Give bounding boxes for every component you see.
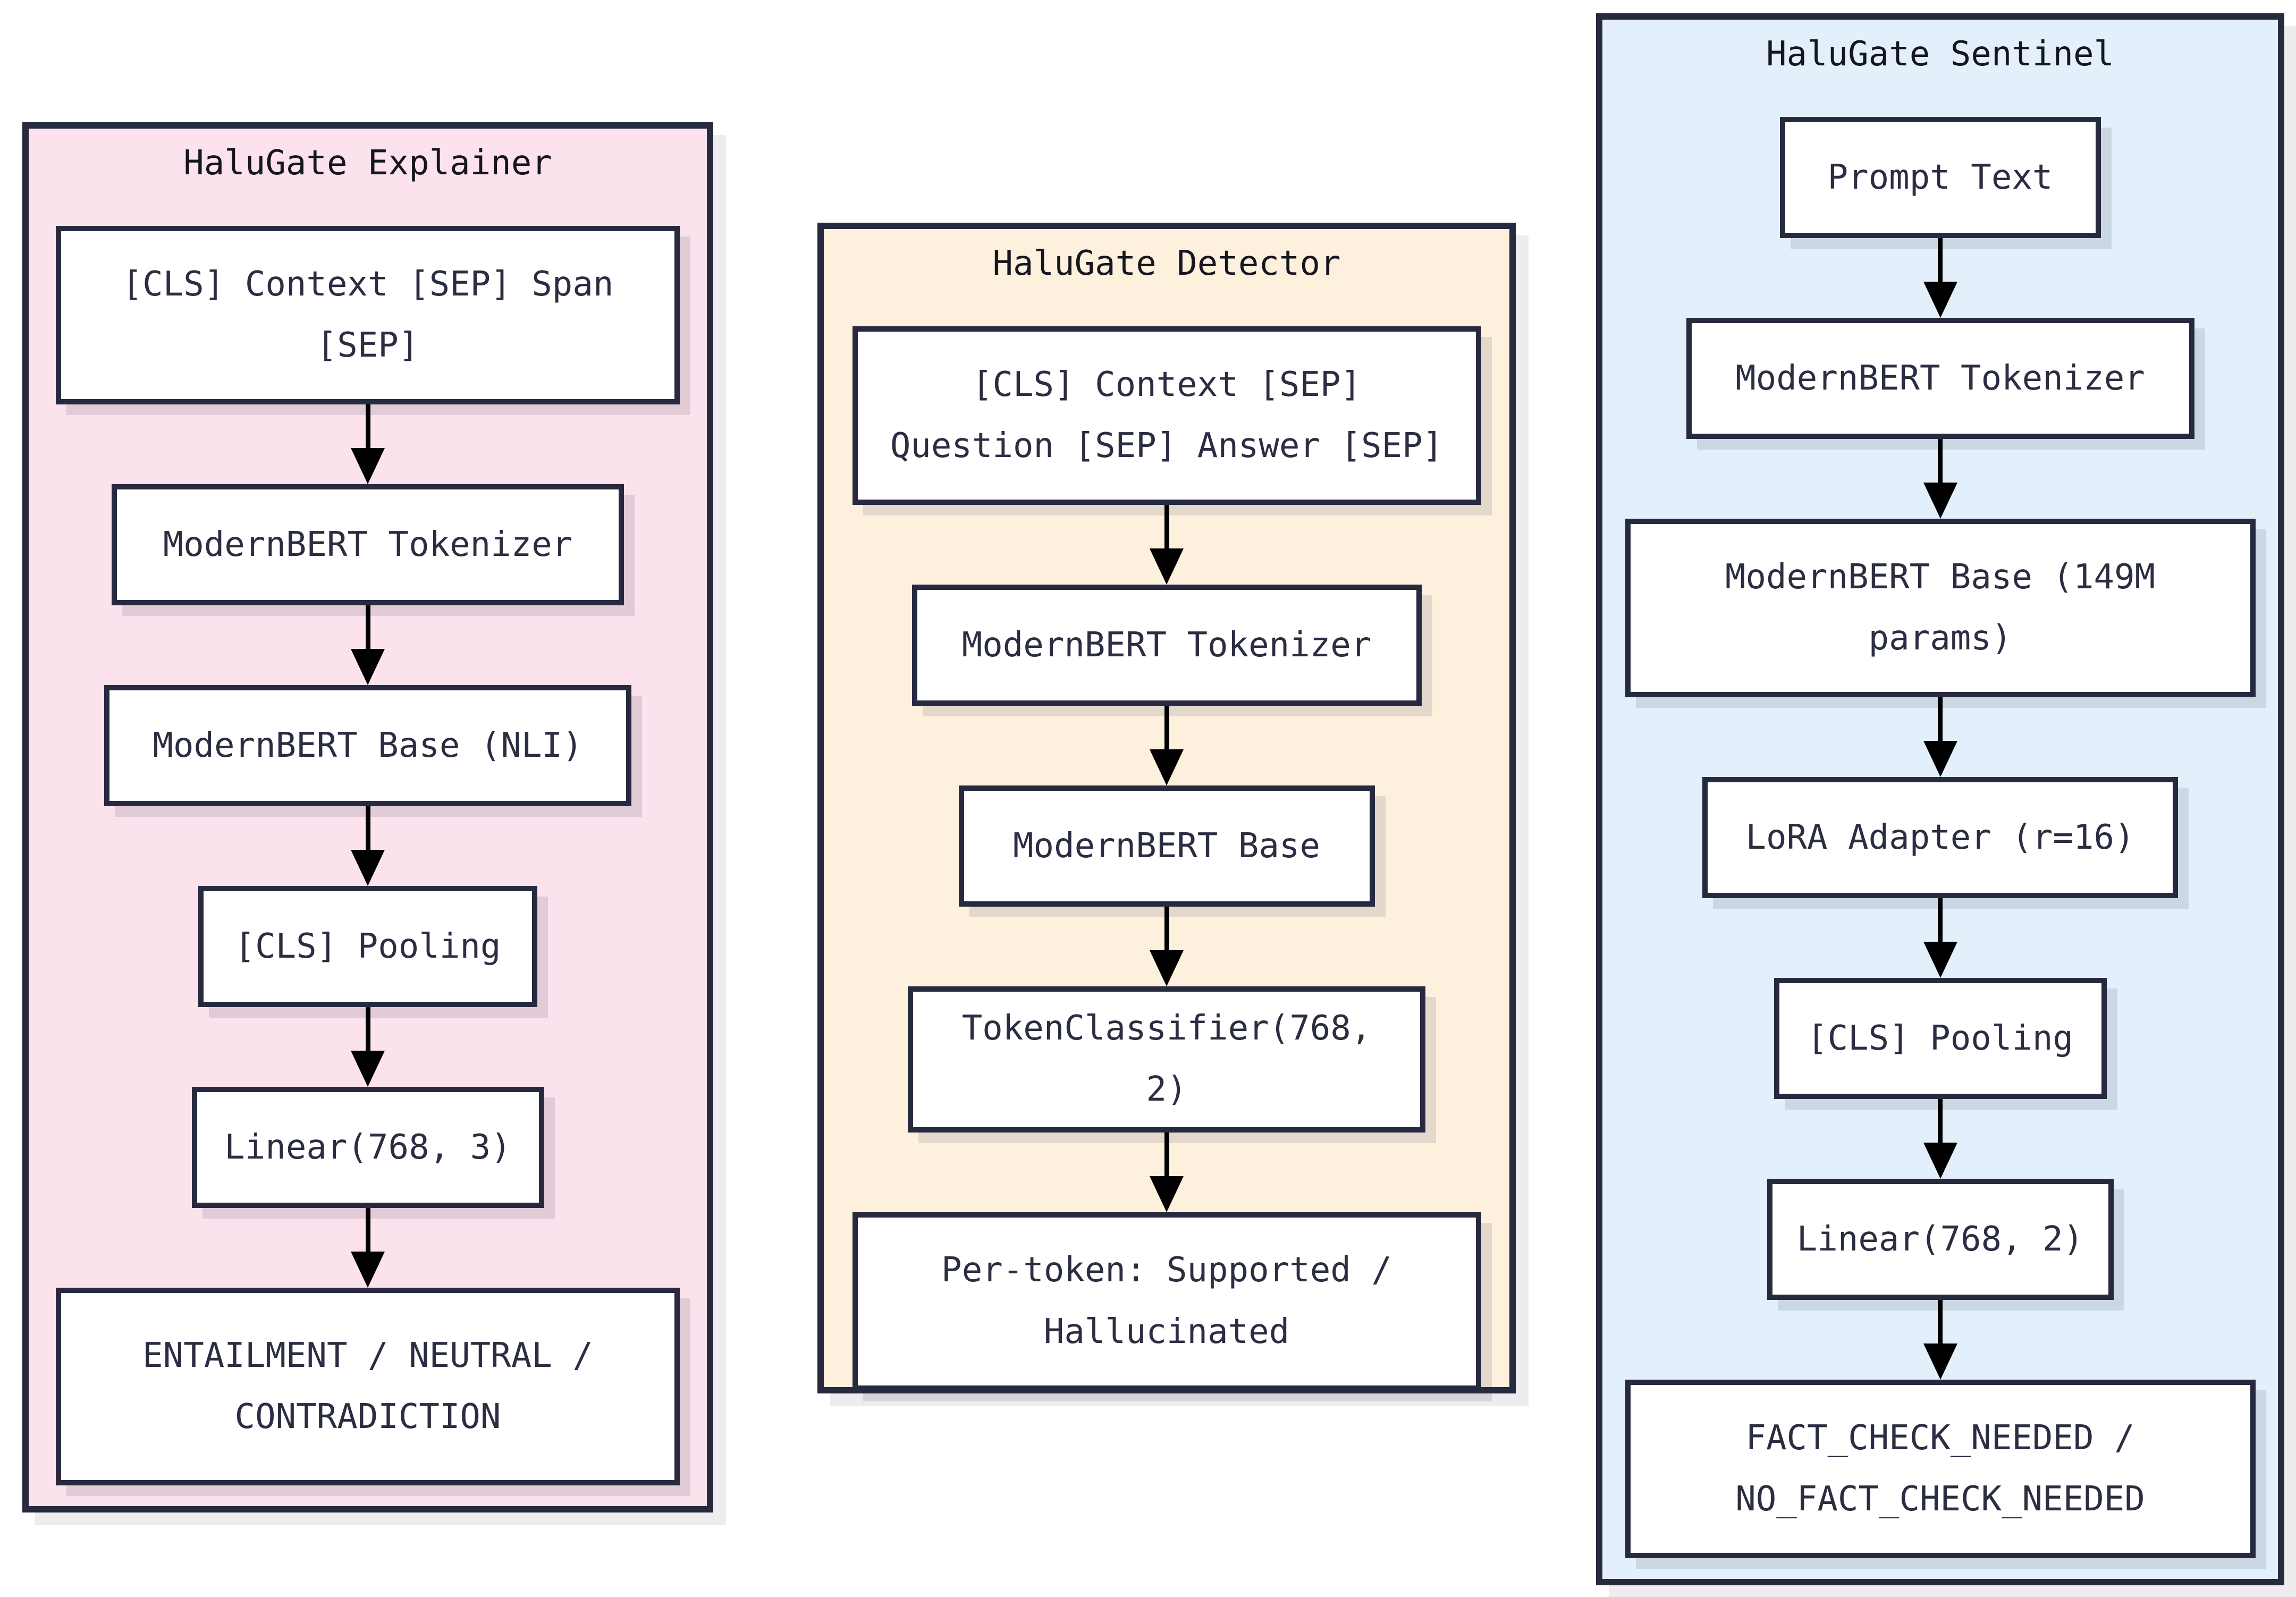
- arrow-head: [1923, 741, 1957, 778]
- arrow-down-icon: [1150, 1132, 1184, 1212]
- arrow-stem: [1164, 505, 1169, 549]
- arrow-stem: [365, 1007, 370, 1051]
- arrow-head: [1150, 1176, 1184, 1212]
- node-sentinel-linear: Linear(768, 2): [1767, 1179, 2114, 1300]
- panel-halugate-detector: HaluGate Detector [CLS] Context [SEP] Qu…: [817, 223, 1516, 1393]
- arrow-down-icon: [1923, 898, 1957, 978]
- arrow-head: [1923, 1143, 1957, 1179]
- flow-explainer: [CLS] Context [SEP] Span [SEP] ModernBER…: [29, 226, 707, 1486]
- arrow-head: [1923, 942, 1957, 978]
- arrow-stem: [365, 1208, 370, 1252]
- node-detector-base: ModernBERT Base: [958, 785, 1375, 907]
- arrow-stem: [365, 806, 370, 850]
- arrow-head: [1923, 1343, 1957, 1380]
- panel-title-sentinel: HaluGate Sentinel: [1766, 35, 2115, 74]
- arrow-stem: [1938, 439, 1943, 483]
- arrow-stem: [365, 404, 370, 449]
- arrow-down-icon: [1923, 238, 1957, 318]
- arrow-head: [351, 850, 385, 886]
- arrow-down-icon: [351, 1007, 385, 1087]
- arrow-head: [1923, 483, 1957, 519]
- arrow-head: [351, 649, 385, 686]
- node-sentinel-output: FACT_CHECK_NEEDED / NO_FACT_CHECK_NEEDED: [1625, 1380, 2256, 1559]
- arrow-stem: [1164, 907, 1169, 951]
- arrow-stem: [1164, 1132, 1169, 1176]
- flow-sentinel: Prompt Text ModernBERT Tokenizer ModernB…: [1602, 117, 2278, 1559]
- arrow-down-icon: [1923, 439, 1957, 519]
- arrow-down-icon: [1923, 1300, 1957, 1380]
- panel-title-explainer: HaluGate Explainer: [183, 143, 552, 183]
- node-detector-tokenizer: ModernBERT Tokenizer: [911, 585, 1422, 706]
- arrow-stem: [1938, 1099, 1943, 1143]
- node-explainer-cls-pooling: [CLS] Pooling: [198, 886, 537, 1008]
- arrow-down-icon: [351, 605, 385, 686]
- arrow-stem: [1938, 1300, 1943, 1344]
- arrow-head: [351, 448, 385, 485]
- arrow-down-icon: [1150, 907, 1184, 987]
- arrow-head: [1150, 950, 1184, 987]
- arrow-down-icon: [351, 1208, 385, 1288]
- node-detector-output: Per-token: Supported / Hallucinated: [852, 1212, 1481, 1391]
- arrow-down-icon: [1923, 1099, 1957, 1179]
- arrow-head: [1150, 749, 1184, 786]
- arrow-down-icon: [351, 806, 385, 886]
- node-explainer-output-labels: ENTAILMENT / NEUTRAL / CONTRADICTION: [56, 1288, 680, 1486]
- node-detector-input: [CLS] Context [SEP] Question [SEP] Answe…: [852, 326, 1481, 505]
- node-sentinel-cls-pooling: [CLS] Pooling: [1774, 978, 2107, 1100]
- arrow-stem: [365, 605, 370, 649]
- arrow-down-icon: [351, 404, 385, 485]
- arrow-head: [351, 1252, 385, 1288]
- arrow-head: [351, 1051, 385, 1087]
- arrow-down-icon: [1923, 697, 1957, 778]
- panel-halugate-sentinel: HaluGate Sentinel Prompt Text ModernBERT…: [1596, 13, 2284, 1585]
- node-detector-token-classifier: TokenClassifier(768, 2): [908, 986, 1425, 1133]
- flow-detector: [CLS] Context [SEP] Question [SEP] Answe…: [824, 326, 1509, 1391]
- arrow-stem: [1938, 697, 1943, 741]
- node-sentinel-lora-adapter: LoRA Adapter (r=16): [1702, 777, 2178, 899]
- node-explainer-input: [CLS] Context [SEP] Span [SEP]: [56, 226, 680, 405]
- node-explainer-base-nli: ModernBERT Base (NLI): [104, 685, 631, 807]
- node-explainer-linear: Linear(768, 3): [191, 1087, 544, 1209]
- node-explainer-tokenizer: ModernBERT Tokenizer: [112, 484, 624, 606]
- arrow-stem: [1938, 898, 1943, 942]
- panel-halugate-explainer: HaluGate Explainer [CLS] Context [SEP] S…: [22, 122, 713, 1512]
- node-sentinel-tokenizer: ModernBERT Tokenizer: [1686, 318, 2194, 440]
- arrow-head: [1150, 548, 1184, 585]
- arrow-down-icon: [1150, 505, 1184, 585]
- arrow-down-icon: [1150, 706, 1184, 786]
- arrow-stem: [1938, 238, 1943, 282]
- node-sentinel-base-149m: ModernBERT Base (149M params): [1625, 519, 2256, 698]
- node-sentinel-prompt-text: Prompt Text: [1779, 117, 2101, 239]
- panel-title-detector: HaluGate Detector: [992, 244, 1341, 283]
- arrow-stem: [1164, 706, 1169, 750]
- arrow-head: [1923, 282, 1957, 318]
